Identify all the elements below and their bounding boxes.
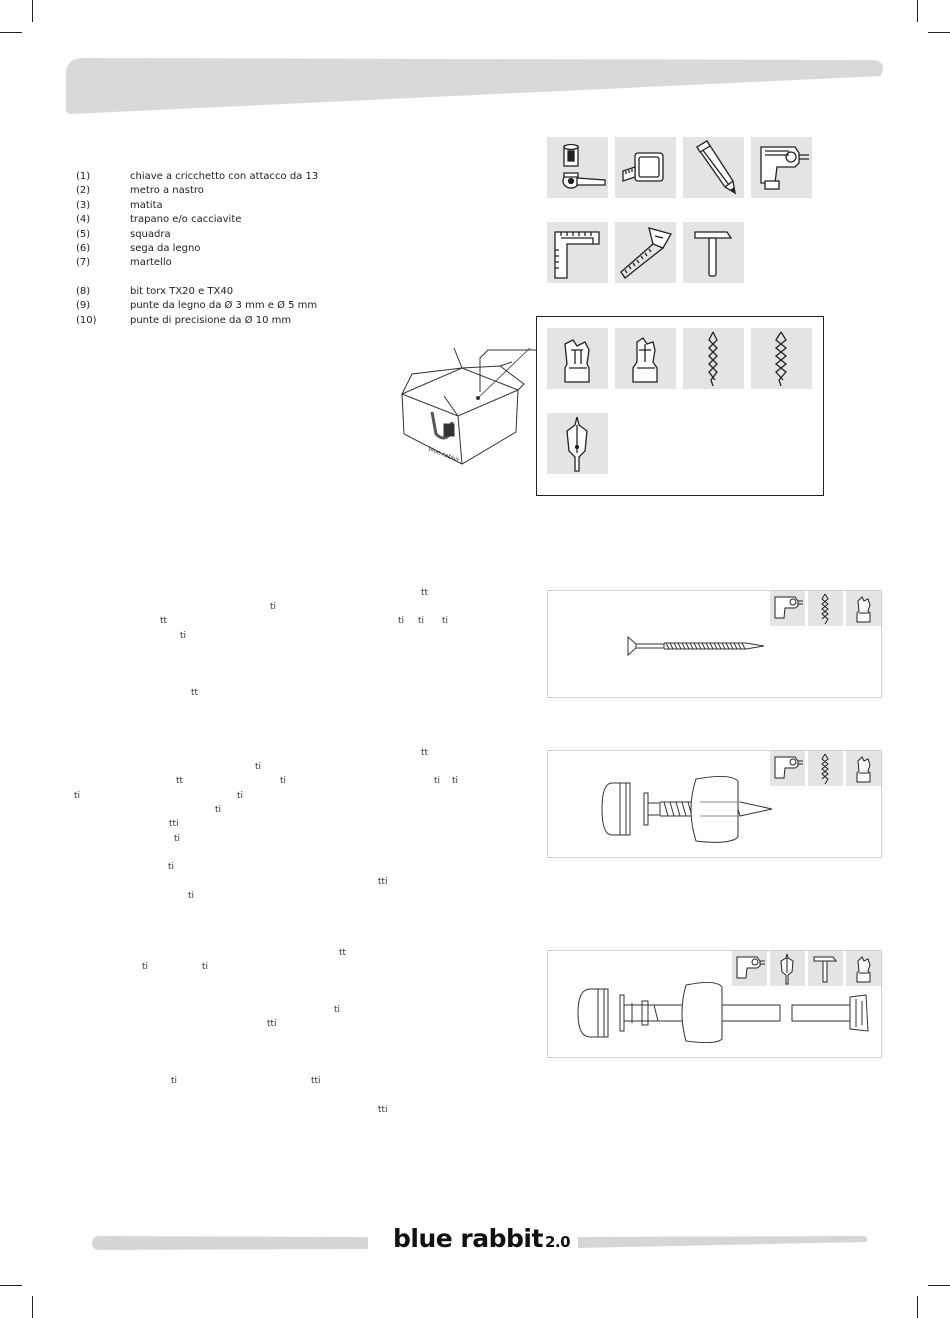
text-fragment: ti [452,776,459,786]
list-item: (1)chiave a cricchetto con attacco da 13 [76,171,319,182]
text-fragment: tt [421,748,429,758]
text-fragment: ti [442,616,449,626]
wood-drill-bit-3mm-icon [683,328,744,389]
bolt-diagram [547,950,882,1058]
text-fragment: ti [174,834,181,844]
text-fragment: ti [398,616,405,626]
header-band [66,58,884,114]
text-fragment: ti [168,862,175,872]
callout-line [479,349,536,392]
box-logo-text: blue rabbit [427,445,461,464]
pencil-icon [683,137,744,198]
torx-bit-icon [846,751,881,786]
text-fragment: ti [434,776,441,786]
text-fragment: tt [191,688,199,698]
list-item: (4)trapano e/o cacciavite [76,214,242,226]
crop-mark [32,1296,33,1318]
torx-bit-icon [846,591,881,626]
torx-bit-icon [846,951,881,986]
text-fragment: tti [378,1105,388,1115]
tape-measure-icon [615,137,676,198]
drill-bit-icon [808,751,843,786]
torx-bit-tx40-icon [615,328,676,389]
text-fragment: ti [280,776,287,786]
crop-mark [0,1285,22,1286]
crop-mark [928,32,950,33]
bolt-with-dowel [577,981,869,1043]
torx-bit-tx20-icon [547,328,608,389]
screw-diagram [547,590,882,698]
drill-icon [770,751,805,786]
wood-drill-bit-5mm-icon [751,328,812,389]
text-fragment: ti [171,1076,178,1086]
text-fragment: tt [160,616,168,626]
crop-mark [917,0,918,22]
crop-mark [917,1296,918,1318]
drill-bit-icon [808,591,843,626]
ratchet-wrench-icon [547,137,608,198]
footer-bar-left [92,1236,368,1250]
drill-icon [751,137,812,198]
hammer-icon [683,222,744,283]
text-fragment: ti [334,1005,341,1015]
text-fragment: tti [311,1076,321,1086]
text-fragment: tt [421,588,429,598]
text-fragment: ti [180,631,187,641]
text-fragment: tti [378,877,388,887]
box-illustration: blue rabbit [400,347,531,465]
text-fragment: ti [188,891,195,901]
list-item: (2)metro a nastro [76,185,204,197]
list-item: (9)punte da legno da Ø 3 mm e Ø 5 mm [76,300,318,312]
list-item: (5)squadra [76,228,171,240]
tools-list: (1)chiave a cricchetto con attacco da 13… [76,170,318,328]
footer-bar-right [578,1236,868,1248]
text-fragment: ti [418,616,425,626]
text-fragment: ti [215,805,222,815]
crop-mark [928,1285,950,1286]
text-fragment: tt [339,948,347,958]
list-item: (6)sega da legno [76,243,201,255]
text-fragment: tti [169,819,179,829]
saw-icon [615,222,676,283]
text-fragment: tt [176,776,184,786]
screw-with-caps [601,775,773,843]
drill-icon [770,591,805,626]
crop-mark [0,32,22,33]
text-fragment: ti [255,762,262,772]
text-fragment: ti [202,962,209,972]
cap-screw-diagram [547,750,882,858]
square-ruler-icon [547,222,608,283]
hammer-icon [808,951,843,986]
text-fragment: ti [74,791,81,801]
text-fragment: ti [142,962,149,972]
wood-screw [627,635,765,657]
text-fragment: ti [270,602,277,612]
bits-box [536,316,824,496]
drill-icon [732,951,767,986]
list-item: (8)bit torx TX20 e TX40 [76,285,234,297]
list-item: (3)matita [76,199,163,211]
list-item: (10)punte di precisione da Ø 10 mm [76,314,292,326]
spade-bit-icon [770,951,805,986]
crop-mark [32,0,33,22]
text-fragment: ti [237,791,244,801]
list-item: (7)martello [76,257,172,269]
text-fragment: tti [267,1019,277,1029]
spade-bit-icon [547,413,608,474]
